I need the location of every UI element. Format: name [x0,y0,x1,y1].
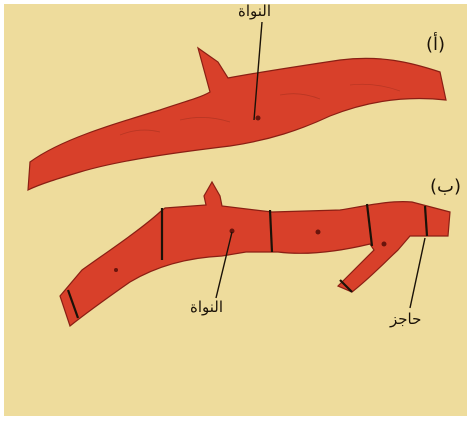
label-nucleus-top: النواة [238,2,271,20]
pointer-septum [410,238,425,308]
nucleus-dot-5 [256,116,261,121]
nucleus-dot-2 [316,230,321,235]
label-septum: حاجز [390,310,421,328]
label-panel-a: (أ) [426,34,445,55]
nucleus-dot-4 [114,268,118,272]
label-panel-b: (ب) [430,176,461,197]
label-nucleus-bottom: النواة [190,298,223,316]
septate-hypha [60,182,450,326]
nucleus-dot-3 [382,242,387,247]
non-septate-hypha [28,48,446,190]
